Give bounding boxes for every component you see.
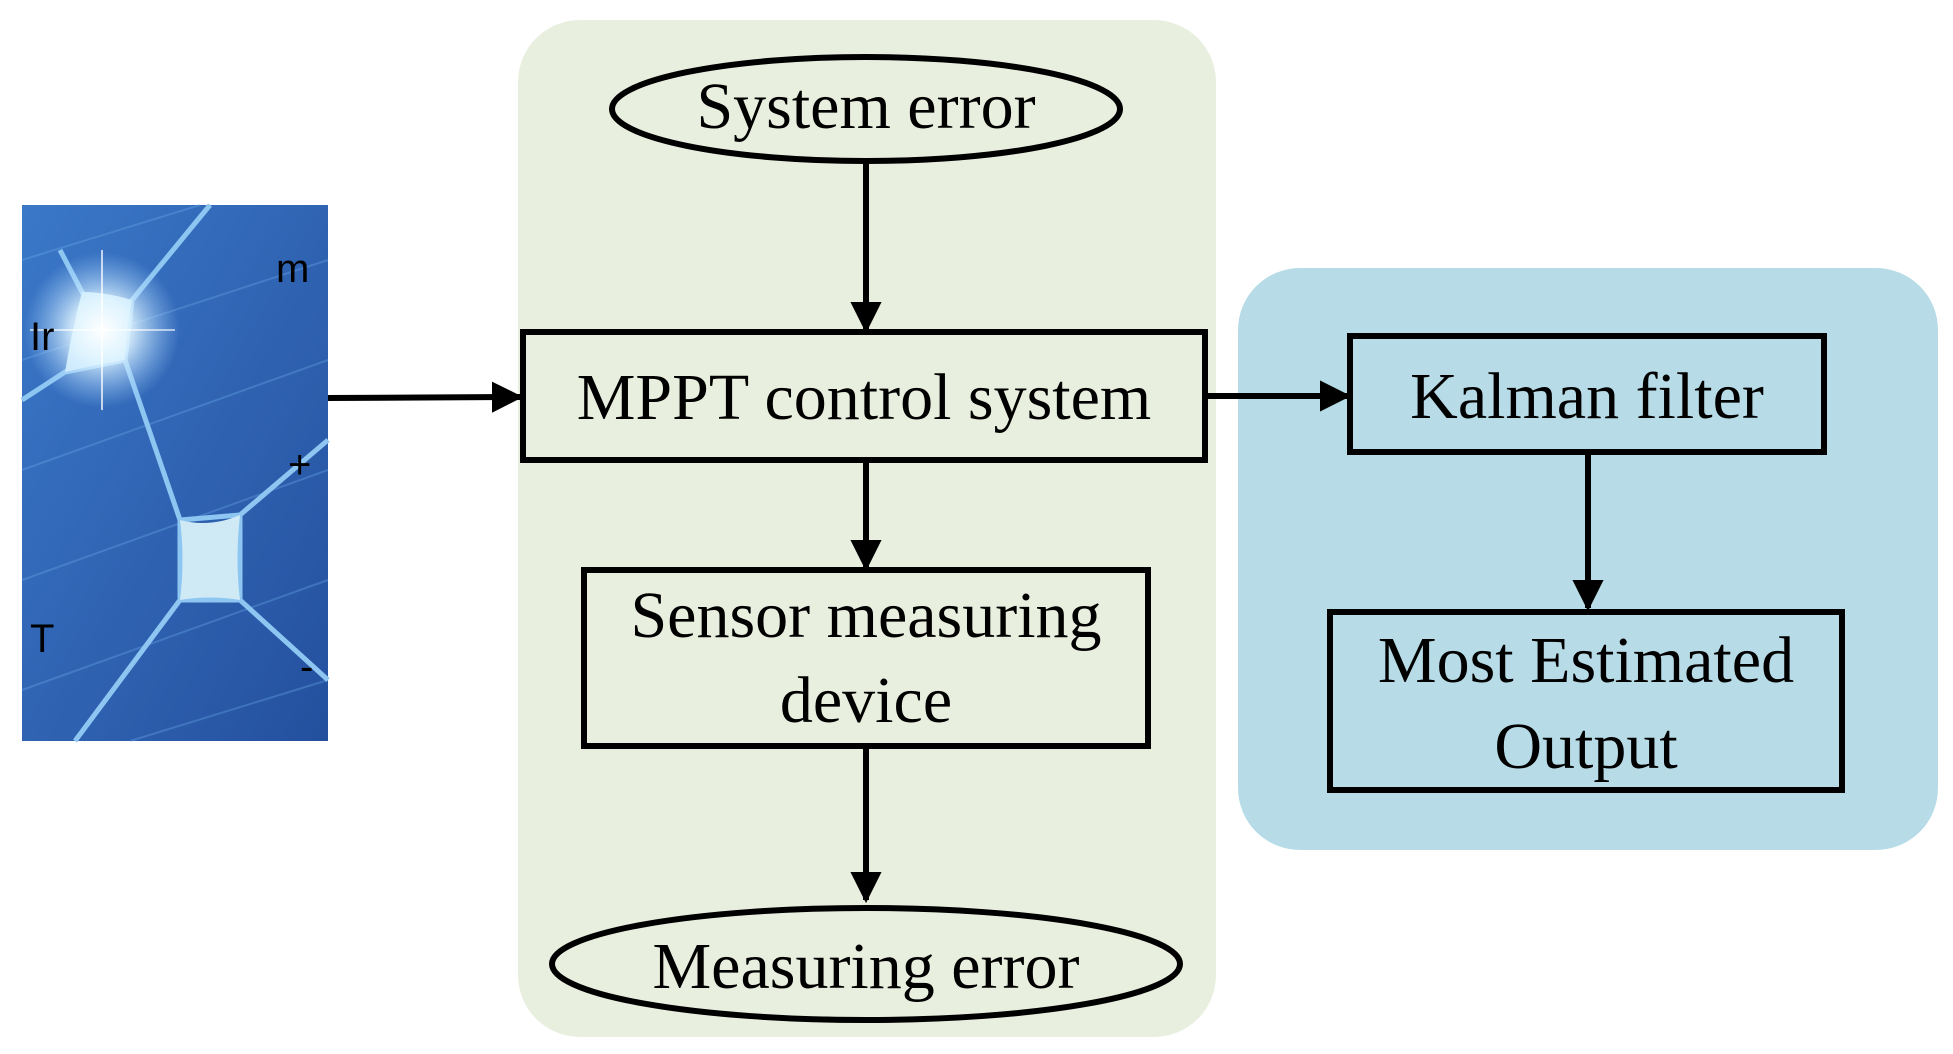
node-measuring-error: Measuring error	[549, 905, 1183, 1023]
system-error-ellipse	[609, 54, 1123, 164]
pv-label-irradiance: Ir	[30, 315, 54, 359]
mppt-box	[520, 329, 1208, 463]
pv-label-plus: +	[288, 443, 311, 487]
cell-junction-lower	[180, 515, 240, 600]
output-box	[1327, 609, 1845, 793]
sensor-box	[581, 567, 1151, 749]
node-system-error: System error	[609, 54, 1123, 164]
node-mppt-control: MPPT control system	[520, 329, 1208, 463]
node-sensor-device: Sensor measuring device	[581, 567, 1151, 749]
measuring-error-ellipse	[549, 905, 1183, 1023]
pv-label-minus: -	[300, 645, 313, 689]
node-kalman-filter: Kalman filter	[1347, 333, 1827, 455]
output-label-line2: Output	[1494, 710, 1677, 783]
arrow-pv-to-mppt	[327, 381, 524, 413]
mppt-label: MPPT control system	[577, 361, 1152, 434]
flow-arrows	[327, 162, 1604, 904]
measuring-error-label: Measuring error	[652, 930, 1079, 1003]
kalman-box	[1347, 333, 1827, 455]
pv-label-model: m	[276, 247, 309, 291]
sensor-label-line2: device	[780, 664, 952, 737]
system-error-label: System error	[696, 70, 1035, 143]
node-estimated-output: Most Estimated Output	[1327, 609, 1845, 793]
sensor-label-line1: Sensor measuring	[630, 579, 1101, 652]
output-label-line1: Most Estimated	[1378, 624, 1794, 697]
kalman-label: Kalman filter	[1410, 360, 1764, 433]
solar-panel-image: Ir m + T -	[20, 203, 330, 743]
pv-label-temperature: T	[30, 617, 54, 661]
